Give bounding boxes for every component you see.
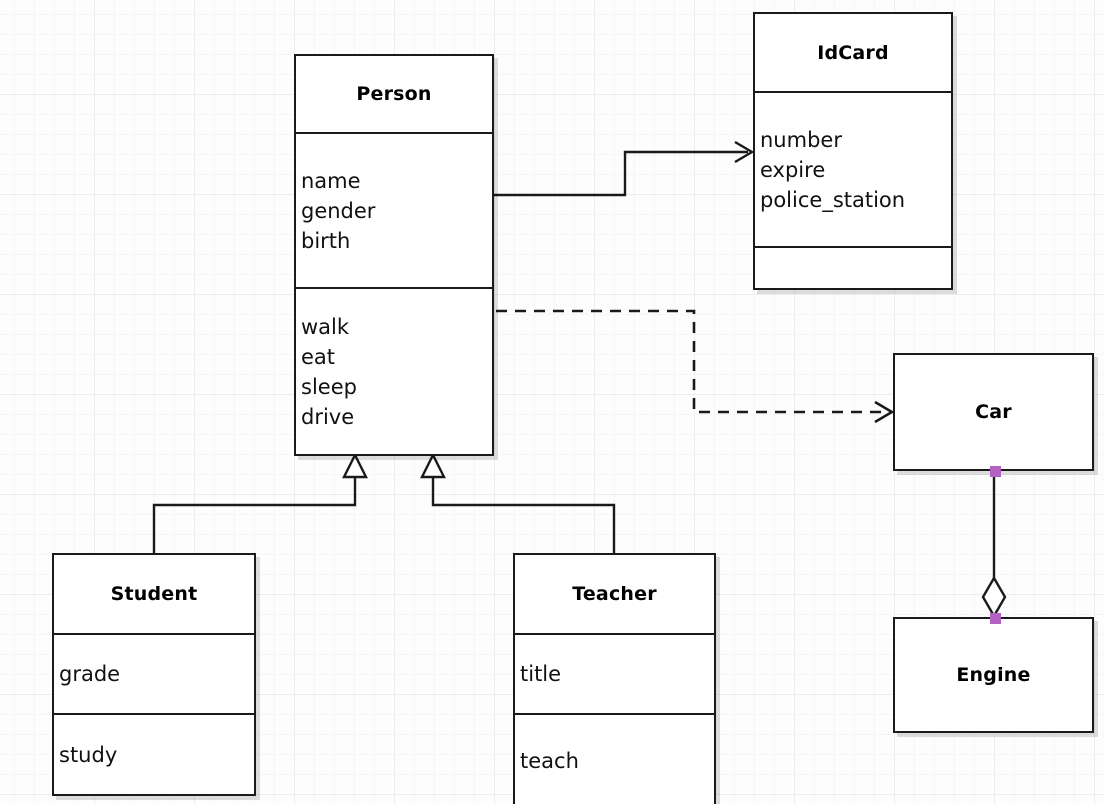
class-node-student[interactable]: Student grade study (52, 553, 256, 796)
edge-person-car[interactable] (496, 309, 895, 424)
attribute-item: gender (301, 198, 376, 223)
operation-item: eat (301, 344, 336, 369)
attribute-item: grade (59, 662, 121, 686)
attribute-item: number (760, 127, 842, 152)
operation-item: walk (301, 314, 350, 339)
class-node-car[interactable]: Car (893, 353, 1094, 477)
operations-compartment-student: study (54, 713, 254, 794)
attribute-item: title (520, 662, 562, 686)
class-name-compartment: IdCard (755, 14, 951, 91)
class-name-compartment: Teacher (515, 555, 714, 633)
class-node-teacher[interactable]: Teacher title teach (513, 553, 716, 804)
edge-student-person[interactable] (152, 452, 368, 553)
operations-compartment-person: walk eat sleep drive (296, 287, 492, 454)
attributes-compartment-teacher: title (515, 633, 714, 713)
operation-item: study (59, 742, 118, 767)
class-name-compartment: Person (296, 56, 492, 132)
operation-item: teach (520, 748, 579, 773)
attributes-compartment-student: grade (54, 633, 254, 713)
edge-person-idcard[interactable] (494, 140, 755, 197)
class-name-person: Person (356, 83, 432, 105)
attribute-item: police_station (760, 187, 906, 212)
class-node-person[interactable]: Person name gender birth walk eat sleep … (294, 54, 494, 456)
class-name-compartment: Car (895, 355, 1092, 469)
class-node-idcard[interactable]: IdCard number expire police_station (753, 12, 953, 290)
class-name-student: Student (110, 583, 198, 605)
class-name-compartment: Engine (895, 619, 1092, 731)
attribute-item: birth (301, 228, 351, 253)
class-name-car: Car (975, 401, 1012, 423)
class-name-compartment: Student (54, 555, 254, 633)
class-name-idcard: IdCard (817, 41, 889, 64)
edge-car-engine[interactable] (981, 471, 1007, 619)
operation-item: sleep (301, 374, 357, 399)
attribute-item: name (301, 168, 361, 193)
attributes-compartment-idcard: number expire police_station (755, 91, 951, 246)
class-name-engine: Engine (956, 664, 1031, 686)
connection-handle-engine[interactable] (990, 613, 1001, 624)
attribute-item: expire (760, 157, 826, 182)
operations-compartment-teacher: teach (515, 713, 714, 804)
class-node-engine[interactable]: Engine (893, 613, 1094, 733)
class-name-teacher: Teacher (572, 583, 657, 605)
operations-compartment-idcard (755, 246, 951, 288)
operation-item: drive (301, 404, 355, 429)
connection-handle-car[interactable] (990, 466, 1001, 477)
attributes-compartment-person: name gender birth (296, 132, 492, 287)
edge-teacher-person[interactable] (420, 452, 616, 553)
